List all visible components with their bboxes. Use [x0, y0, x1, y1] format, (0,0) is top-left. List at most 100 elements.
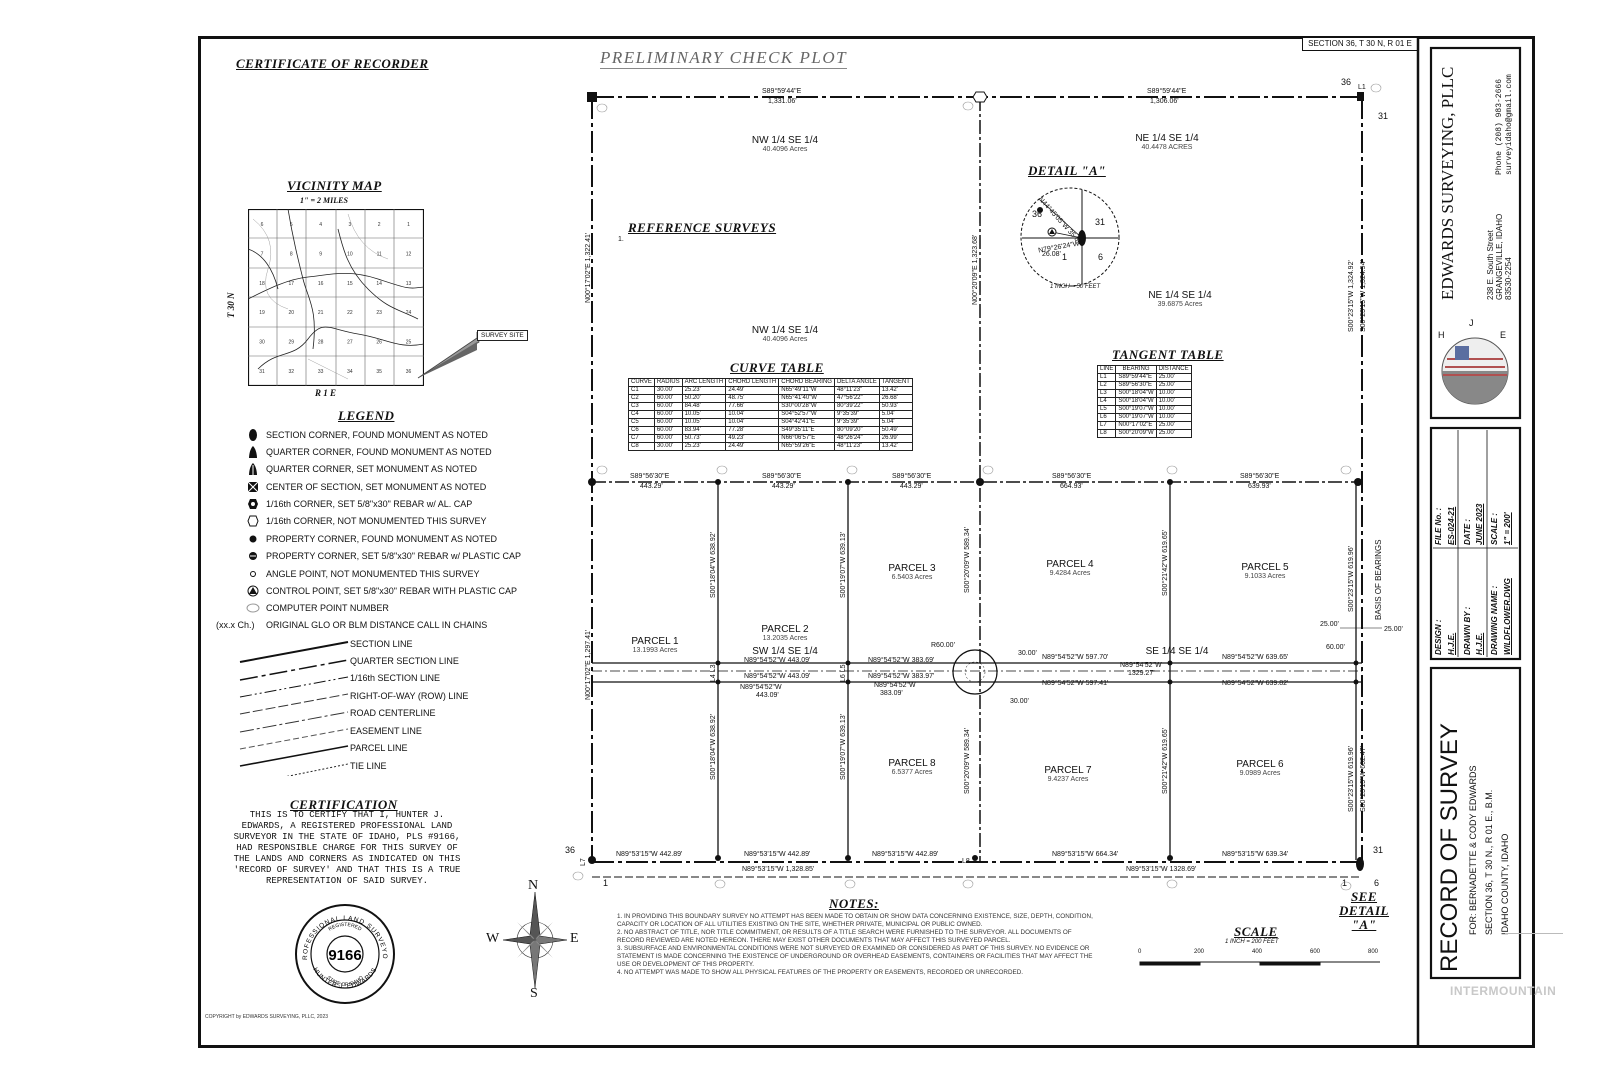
corner-number: 6 — [1374, 878, 1380, 888]
scale-tick: 400 — [1252, 949, 1263, 955]
table-cell: 25.00' — [1155, 373, 1192, 382]
compass-south: S — [530, 986, 538, 1001]
compass-west: W — [486, 931, 500, 946]
table-cell: 26.68' — [878, 394, 913, 403]
note-item: 4. NO ATTEMPT WAS MADE TO SHOW ALL PHYSI… — [617, 969, 1023, 976]
certification-text: THIS IS TO CERTIFY THAT I, HUNTER J. EDW… — [233, 810, 461, 886]
line-label: L8 — [962, 858, 970, 865]
legend-item: PROPERTY CORNER, FOUND MONUMENT AS NOTED — [240, 532, 497, 546]
bearing-label: N89°53'15"W 442.89' — [872, 851, 939, 858]
bearing-label: N89°54'52"W 383.69' — [868, 657, 935, 664]
notes-body: 1. IN PROVIDING THIS BOUNDARY SURVEY NO … — [617, 913, 1097, 977]
table-cell: 80°09'20" — [833, 426, 880, 435]
table-cell: 60.00' — [653, 410, 683, 419]
legend-line-label: ROAD CENTERLINE — [350, 708, 436, 718]
distance-label: 60.00' — [1326, 644, 1345, 651]
table-cell: 47°56'22" — [833, 394, 880, 403]
legend-line-samples — [239, 641, 349, 776]
svg-text:REGISTERED: REGISTERED — [328, 922, 363, 933]
record-of-survey-title: RECORD OF SURVEY — [1436, 723, 1463, 972]
bearing-label: S00°23'15"W 1,324.94' — [1360, 260, 1367, 332]
vicinity-section-number: 14 — [376, 281, 382, 287]
detail-corner: 36 — [1032, 209, 1043, 219]
scale-subtitle: 1 INCH = 200 FEET — [1225, 939, 1279, 945]
vicinity-map-scale: 1" = 2 MILES — [300, 196, 348, 205]
table-header: LINE — [1096, 365, 1117, 374]
table-cell: 10.00' — [1155, 397, 1192, 406]
table-cell: 25.23' — [681, 386, 727, 395]
legend-item: QUARTER CORNER, FOUND MONUMENT AS NOTED — [240, 445, 492, 459]
distance-label: 664.93' — [1060, 483, 1083, 490]
logo-letter: J — [1469, 318, 1474, 328]
see-detail-a: SEE DETAIL "A" — [1339, 889, 1389, 932]
table-cell: 10.04' — [725, 418, 780, 427]
quarter-label: SE 1/4 SE 1/4 — [1145, 646, 1209, 657]
table-cell: 48°11'23" — [833, 442, 880, 451]
table-cell: 49.23' — [725, 434, 780, 443]
table-header: CHORD LENGTH — [725, 378, 780, 387]
vicinity-section-number: 28 — [318, 340, 324, 346]
bearing-label: N89°54'52"W 443.09' — [744, 673, 811, 680]
table-cell: 10.05' — [681, 418, 727, 427]
table-cell: C2 — [628, 394, 655, 403]
distance-label: 443.29' — [900, 483, 923, 490]
notes-title: NOTES: — [829, 896, 879, 911]
record-section: SECTION 36, T 30 N., R 01 E., B.M. — [1484, 789, 1494, 935]
scale-title: SCALE — [1234, 924, 1278, 939]
distance-label: 443.29' — [772, 483, 795, 490]
table-header: TANGENT — [878, 378, 913, 387]
bearing-label: S00°21'42"W 619.65' — [1162, 530, 1169, 596]
scale-value: 1" = 200' — [1503, 512, 1512, 545]
bearing-label: S89°59'44"E — [1147, 88, 1187, 95]
corner-number: 36 — [1341, 77, 1352, 87]
logo-letter: E — [1500, 330, 1507, 340]
bearing-label: S00°18'04"W 638.92' — [710, 714, 717, 780]
bearing-label: S89°56'30"E — [762, 473, 802, 480]
table-cell: 10.05' — [681, 410, 727, 419]
legend-item: 1/16th CORNER, SET 5/8"x30" REBAR w/ AL.… — [240, 497, 472, 511]
legend-title: LEGEND — [338, 408, 395, 423]
bearing-label: N89°53'15"W 442.89' — [616, 851, 683, 858]
scale-tick: 0 — [1138, 949, 1142, 955]
table-cell: 77.66' — [725, 402, 780, 411]
vicinity-section-number: 25 — [406, 340, 412, 346]
bearing-label: N89°54'52"W 383.97' — [868, 673, 935, 680]
bearing-label: S00°18'04"W 638.92' — [710, 532, 717, 598]
company-name: EDWARDS SURVEYING, PLLC — [1438, 66, 1457, 300]
bearing-label: S00°23'15"W 662.47' — [1360, 746, 1367, 812]
table-header: ARC LENGTH — [681, 378, 727, 387]
bearing-label: S00°23'15"W 619.96' — [1348, 546, 1355, 612]
table-cell: N65°49'11"W — [778, 386, 835, 395]
drawing-name-value: WILDFLOWER.DWG — [1503, 578, 1512, 655]
distance-label: 30.00' — [1018, 650, 1037, 657]
vicinity-section-number: 34 — [347, 369, 353, 375]
table-cell: 60.00' — [653, 394, 683, 403]
table-cell: 24.49' — [725, 442, 780, 451]
detail-corner: 6 — [1098, 252, 1104, 262]
record-county: IDAHO COUNTY, IDAHO — [1500, 833, 1510, 935]
vicinity-section-number: 15 — [347, 281, 353, 287]
table-cell: 77.28' — [725, 426, 780, 435]
legend-item: COMPUTER POINT NUMBER — [240, 601, 389, 615]
table-cell: 60.00' — [653, 418, 683, 427]
section-reference: SECTION 36, T 30 N, R 01 E — [1302, 37, 1418, 51]
distance-label: 1,306.06' — [1150, 98, 1179, 105]
bearing-label: S89°59'44"E — [762, 88, 802, 95]
table-cell: 30.00' — [653, 386, 683, 395]
design-value: H.J.E. — [1447, 632, 1456, 655]
table-cell: L7 — [1096, 421, 1117, 430]
tangent-table-title: TANGENT TABLE — [1112, 347, 1224, 362]
vicinity-section-number: 22 — [347, 310, 353, 316]
bearing-label: N89°54'52"W — [1120, 662, 1162, 669]
bearing-label: S89°56'30"E — [892, 473, 932, 480]
